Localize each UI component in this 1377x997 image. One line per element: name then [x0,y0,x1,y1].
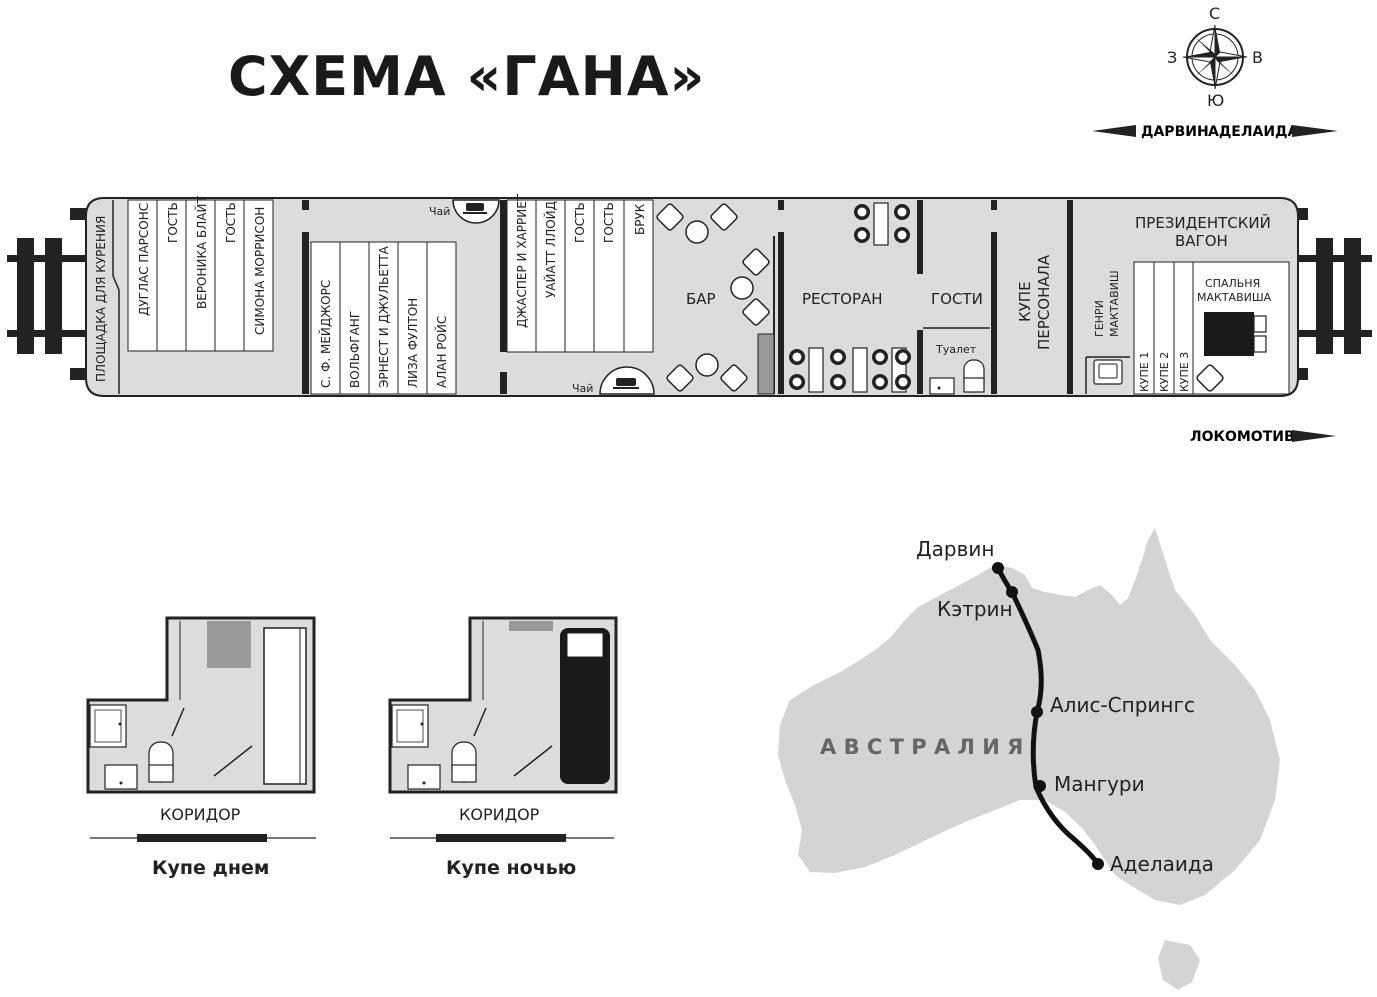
restaurant-tables-bottom [789,347,911,393]
country-label: А В С Т Р А Л И Я [820,735,1023,759]
direction-left: ДАРВИН [1141,124,1209,140]
compartment-label: СИМОНА МОРРИСОН [253,207,267,335]
armchair-icon [1196,364,1224,392]
compartment-label: ВЕРОНИКА БЛАЙТ [194,196,209,309]
compartment-label: ГОСТЬ [166,202,180,243]
right-rails-icon [1282,208,1372,380]
bar-label: БАР [686,290,716,308]
teacup-icon [613,378,639,389]
compartment-label: ВОЛЬФГАНГ [348,311,362,388]
corridor-label: КОРИДОР [459,805,540,824]
restaurant-label: РЕСТОРАН [802,290,883,308]
compartment-label: ЛИЗА ФУЛТОН [406,298,420,388]
coupe-label: КУПЕ 3 [1178,352,1191,392]
bed-icon [1204,312,1267,356]
city-label: Аделаида [1110,852,1214,876]
president-car-label: ПРЕЗИДЕНТСКИЙ [1135,213,1271,232]
city-label: Дарвин [916,537,994,561]
compartment-label: БРУК [633,203,647,235]
tea-station-top [452,199,500,224]
compartment-day [86,616,316,794]
city-marker [1034,780,1046,792]
restaurant-tables-top [854,202,910,246]
bar-furniture [656,203,770,392]
caption-day: Купе днем [152,857,269,879]
tasmania [1158,940,1200,990]
sink-icon [929,377,955,395]
president-car-label: ВАГОН [1175,232,1228,250]
compartments-group-2 [310,241,457,395]
compartment-label: ГОСТЬ [224,202,238,243]
compartment-label: ЭРНЕСТ И ДЖУЛЬЕТТА [377,245,391,388]
compass-north: С [1209,4,1220,23]
compartment-night [388,616,618,794]
henry-label: ГЕНРИ [1093,300,1106,337]
compass-icon [1182,24,1248,90]
tea-label-top: Чай [429,205,450,218]
armchair-icon [1093,359,1123,385]
city-marker [992,562,1004,574]
compass-west: З [1167,48,1177,67]
compartment-label: УАЙАТТ ЛЛОЙД [543,201,558,298]
coupe-label: КУПЕ 1 [1138,352,1151,392]
city-marker [1092,858,1104,870]
arrow-right-icon [1292,430,1336,442]
bar-counter [757,333,775,395]
arrow-left-icon [1092,125,1136,137]
compartment-label: ДЖАСПЕР И ХАРРИЕТ [515,193,529,328]
bedroom-label: СПАЛЬНЯ [1205,277,1260,290]
smoking-platform-label: ПЛОЩАДКА ДЛЯ КУРЕНИЯ [94,216,108,382]
toilet-label: Туалет [935,343,977,356]
staff-compartment-label: ПЕРСОНАЛА [1035,254,1053,350]
compartment-label: ГОСТЬ [573,202,587,243]
compartment-label: ГОСТЬ [602,202,616,243]
compass-east: В [1252,48,1263,67]
australia-map [778,528,1280,905]
city-label: Алис-Спрингс [1050,693,1195,717]
teacup-icon [463,203,487,214]
city-label: Кэтрин [937,597,1013,621]
henry-label: МАКТАВИШ [1108,270,1121,337]
coupe-label: КУПЕ 2 [1158,352,1171,392]
staff-compartment-label: КУПЕ [1016,281,1034,322]
arrow-right-icon [1292,125,1338,137]
page-title: СХЕМА «ГАНА» [228,45,705,108]
guests-label: ГОСТИ [931,290,983,308]
locomotive-label: ЛОКОМОТИВ [1190,429,1295,445]
tea-label-bottom: Чай [572,382,593,395]
corridor-label: КОРИДОР [160,805,241,824]
compartment-label: ДУГЛАС ПАРСОНС [137,203,151,316]
compartments-group-1 [127,199,274,352]
city-marker [1006,586,1018,598]
city-marker [1031,706,1043,718]
compartment-label: АЛАН РОЙС [434,316,449,388]
compartment-label: С. Ф. МЕЙДЖОРС [318,280,333,388]
toilet-icon [963,359,985,393]
city-label: Мангури [1054,772,1145,796]
compartments-group-3 [506,199,654,353]
compass-south: Ю [1207,91,1224,110]
caption-night: Купе ночью [446,857,576,879]
direction-right: АДЕЛАИДА [1208,124,1299,140]
left-rails-icon [7,208,97,380]
bedroom-label: МАКТАВИША [1197,291,1272,304]
